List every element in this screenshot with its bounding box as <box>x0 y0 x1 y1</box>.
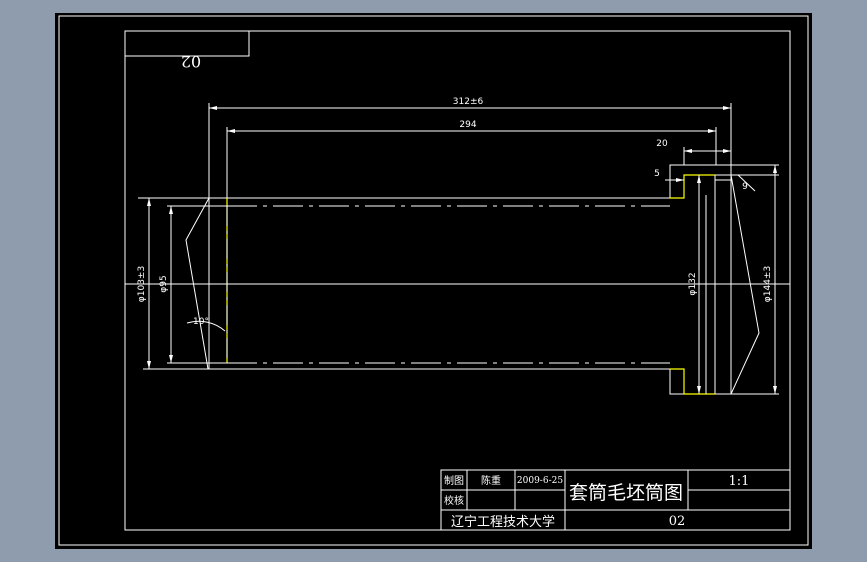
arrow <box>708 129 716 133</box>
left-bevel <box>185 197 210 370</box>
arrow <box>209 106 217 110</box>
part-outline-bottom <box>145 368 731 395</box>
checked-label: 校核 <box>444 494 464 507</box>
dim-flange-thickness: 9 <box>742 182 748 192</box>
drawing-canvas: 02 312±6 294 20 5 9 <box>58 15 809 546</box>
arrow <box>147 198 151 206</box>
drawing-sheet: 02 312±6 294 20 5 9 <box>55 13 812 549</box>
dim-outer-diameter: φ103±3 <box>137 266 147 302</box>
arrow <box>697 386 701 394</box>
right-bevel <box>730 174 760 395</box>
arrow <box>773 165 777 173</box>
institution-name: 辽宁工程技术大学 <box>451 514 555 530</box>
title-block <box>440 469 791 531</box>
drawn-by: 陈重 <box>481 474 501 487</box>
part-number-box <box>124 30 250 57</box>
arrow <box>723 106 731 110</box>
part-outline-top <box>138 164 731 199</box>
dim-angle: 10° <box>193 317 209 327</box>
drawing-date: 2009-6-25 <box>517 476 563 486</box>
arrow <box>697 175 701 183</box>
drawing-scale: 1:1 <box>729 474 750 489</box>
arrow <box>773 386 777 394</box>
dim-overall-length: 312±6 <box>453 97 484 107</box>
drawing-title: 套筒毛坯筒图 <box>569 482 683 504</box>
outer-border <box>58 15 809 546</box>
dim-flange-diameter: φ144±3 <box>763 266 773 302</box>
dim-flange-width: 20 <box>656 139 668 149</box>
drawing-number: 02 <box>669 514 686 529</box>
dim-inner-length: 294 <box>459 120 476 130</box>
bore-step-bottom <box>670 368 715 395</box>
arrow <box>684 149 692 153</box>
dim-step: 5 <box>654 169 660 179</box>
arrow <box>227 129 235 133</box>
arrow <box>676 178 684 182</box>
dim-line-flange-thickness <box>737 174 756 192</box>
angle-arc <box>186 320 226 332</box>
arrow <box>723 149 731 153</box>
arrow <box>169 355 173 363</box>
dim-inner-diameter: φ95 <box>159 275 169 292</box>
arrow <box>169 206 173 214</box>
drawn-label: 制图 <box>444 474 464 487</box>
dim-bore-diameter: φ132 <box>688 272 698 295</box>
arrow <box>147 361 151 369</box>
part-number-mirrored: 02 <box>181 52 201 71</box>
